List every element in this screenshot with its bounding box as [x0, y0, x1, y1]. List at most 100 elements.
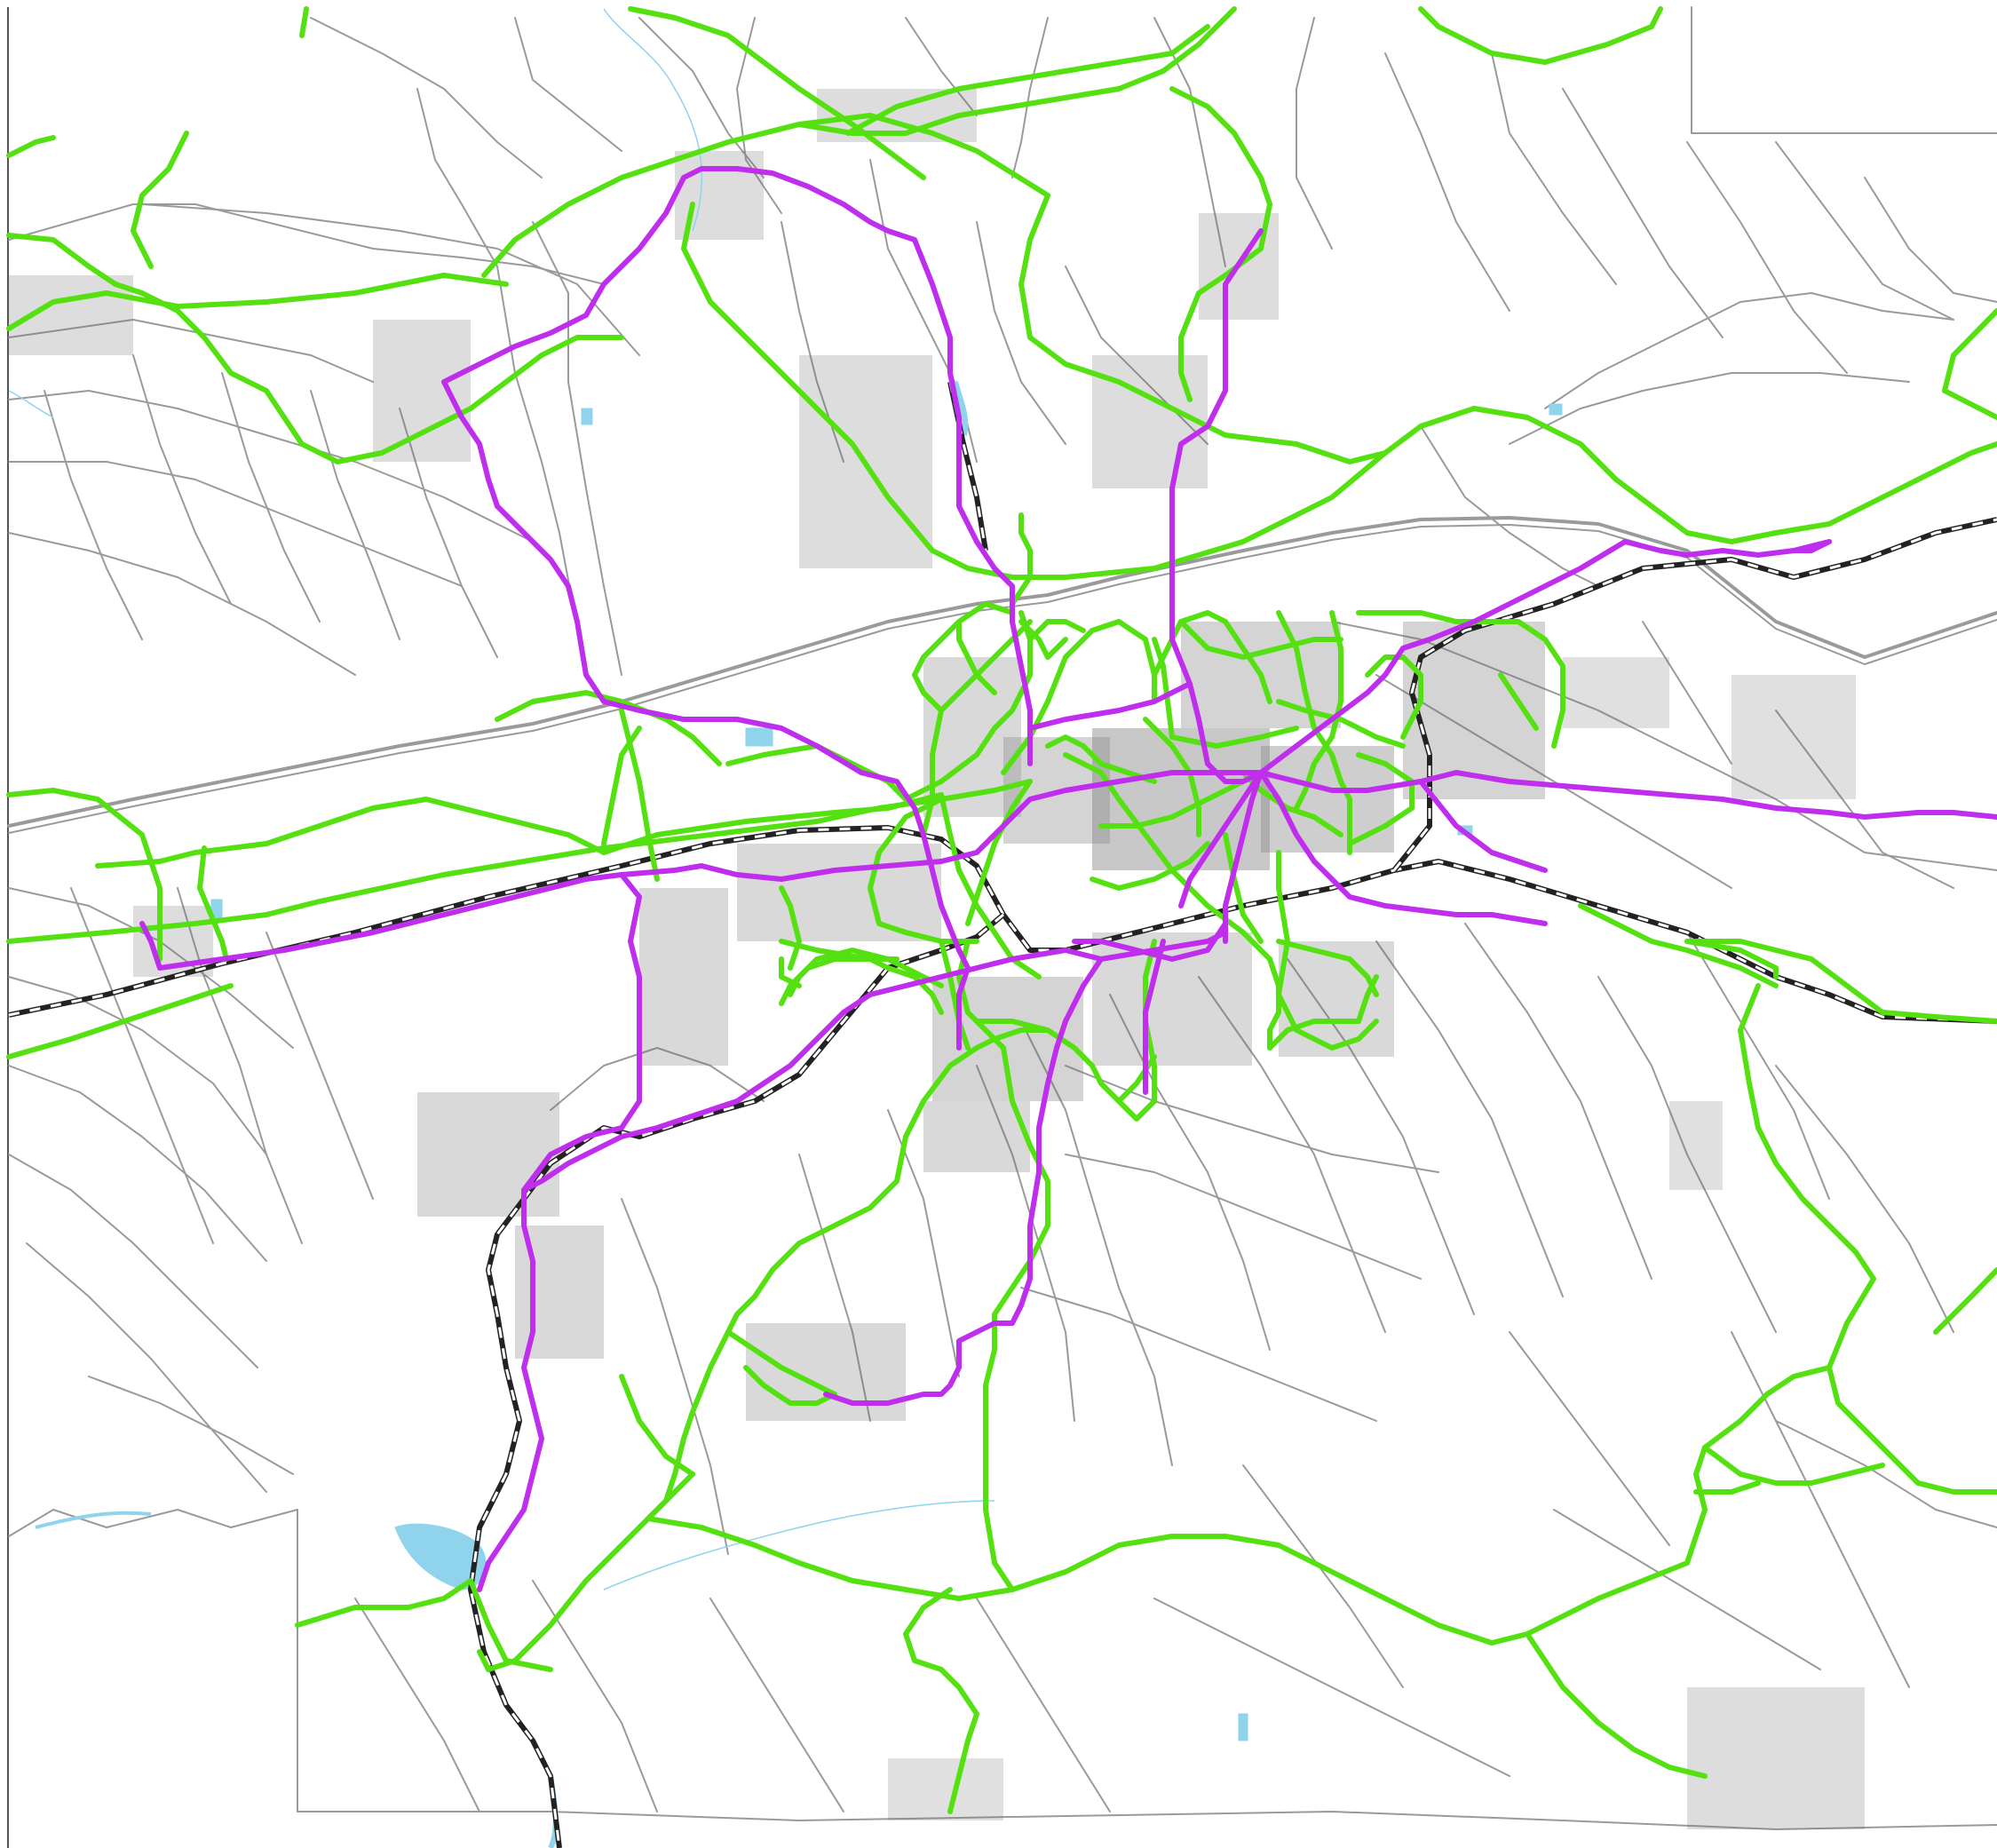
green-route [1116, 1054, 1157, 1104]
railway-lines [8, 381, 1997, 1848]
road [1686, 141, 1848, 374]
river [951, 380, 969, 436]
green-route [1223, 832, 1264, 944]
road [1775, 1065, 1954, 1333]
green-route [1684, 939, 1997, 1024]
green-route [1702, 1445, 1885, 1486]
green-route-network [6, 6, 1997, 1814]
building-cluster [737, 844, 941, 941]
purple-route [521, 872, 642, 1193]
road [8, 532, 356, 676]
purple-route [477, 1223, 544, 1592]
green-route [868, 797, 979, 944]
green-route [1933, 1267, 1997, 1335]
road [1384, 52, 1510, 312]
water-bodies [8, 8, 1563, 1848]
green-route [6, 233, 624, 464]
green-route [1152, 397, 1388, 464]
road [1153, 1598, 1510, 1777]
green-route [619, 708, 660, 882]
green-route [1063, 752, 1272, 962]
green-route [903, 610, 1033, 802]
road [310, 390, 400, 640]
green-route [1267, 956, 1281, 1051]
purple-route [1418, 779, 1548, 873]
railway-south-casing [468, 912, 1005, 1848]
railway-main-dash [8, 826, 1997, 1023]
building-cluster [1092, 355, 1208, 488]
green-route [646, 1445, 1708, 1646]
purple-route [1169, 228, 1264, 784]
green-route [1267, 974, 1379, 1051]
green-route [1276, 699, 1406, 749]
green-route [903, 1587, 979, 1814]
stream [603, 1500, 995, 1590]
road [514, 17, 622, 152]
purple-route [1258, 770, 1548, 926]
purple-route-network [139, 166, 1997, 1592]
road [416, 88, 498, 267]
green-route [6, 779, 1033, 944]
road [1731, 1331, 1910, 1688]
green-route [1684, 939, 1779, 980]
road [265, 932, 374, 1200]
green-route [468, 1578, 509, 1663]
building-cluster [1563, 657, 1669, 728]
purple-route [1178, 770, 1264, 908]
road [8, 319, 374, 383]
building-cluster [1687, 1687, 1865, 1829]
road [1420, 425, 1599, 587]
purple-route [441, 379, 971, 971]
purple-route [1258, 539, 1832, 775]
road [976, 221, 1066, 445]
road [496, 266, 587, 676]
road [1509, 372, 1910, 445]
road [1065, 1065, 1439, 1173]
road [8, 1154, 258, 1368]
green-route [1693, 1480, 1761, 1495]
green-route [601, 726, 642, 846]
green-route [295, 1578, 473, 1628]
purple-route [823, 956, 1104, 1406]
road [1642, 621, 1732, 765]
road [621, 1198, 729, 1555]
road [1296, 17, 1333, 250]
road [1686, 932, 1830, 1200]
road [1464, 923, 1652, 1280]
purple-route [1072, 921, 1228, 962]
road [177, 887, 303, 1244]
green-route [983, 1045, 1050, 1592]
road [1065, 266, 1209, 445]
green-route [1347, 752, 1415, 846]
road [1375, 674, 1732, 889]
purple-route [1027, 681, 1193, 731]
purple-route [1143, 939, 1166, 1095]
stream [603, 8, 703, 232]
pond [1549, 403, 1563, 416]
road [310, 17, 543, 178]
building-cluster [373, 320, 471, 462]
green-route [6, 983, 234, 1059]
pond [581, 408, 593, 425]
road [221, 372, 321, 623]
road [905, 17, 978, 116]
green-route [1942, 308, 1997, 420]
road [1065, 1154, 1422, 1280]
road [8, 1065, 267, 1262]
road [70, 887, 214, 1244]
road [354, 1598, 480, 1812]
road [1775, 141, 1954, 321]
building-cluster [417, 1092, 559, 1217]
road [736, 17, 782, 214]
road [1375, 940, 1564, 1297]
road [1691, 6, 1997, 134]
green-route [779, 885, 802, 971]
green-route [619, 1374, 695, 1477]
road [1020, 1287, 1377, 1422]
road [1491, 52, 1617, 285]
river [35, 1511, 152, 1529]
road [88, 1376, 294, 1475]
road [8, 1509, 298, 1537]
